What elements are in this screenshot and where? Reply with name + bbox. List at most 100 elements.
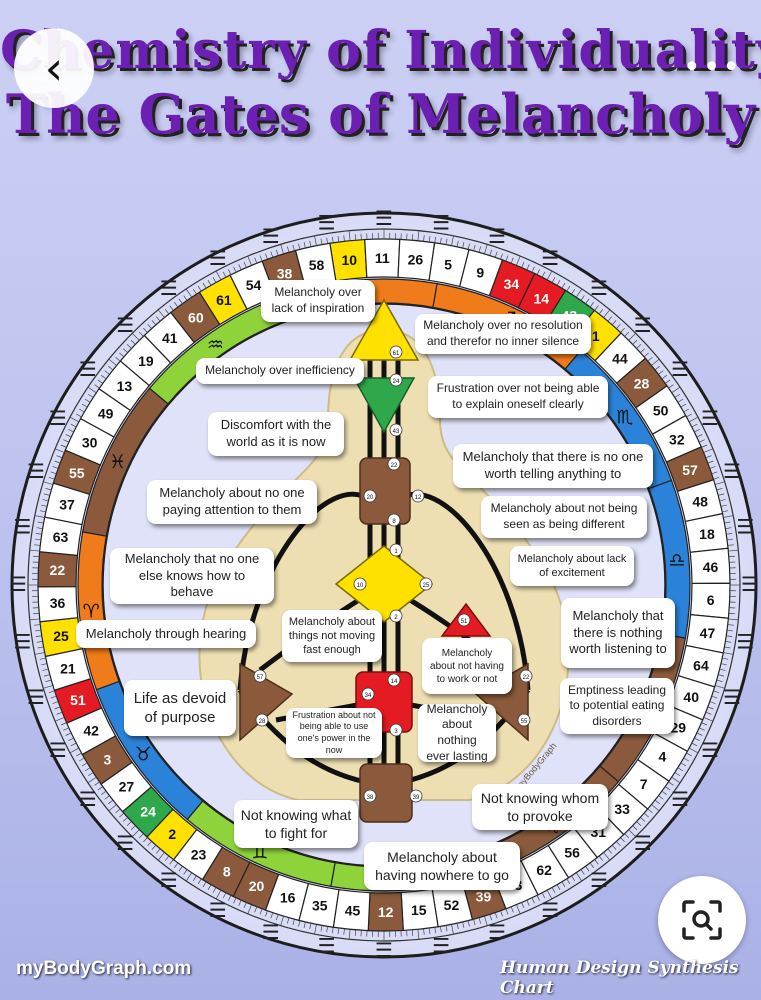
tick-mark [473, 244, 476, 251]
tick-mark [56, 711, 63, 715]
gate-dot-label: 22 [523, 675, 530, 681]
gate-dot-label: 12 [415, 495, 422, 501]
tick-mark [76, 413, 82, 418]
tick-mark [724, 521, 731, 524]
tick-mark [119, 812, 125, 818]
tick-mark [54, 717, 65, 722]
tick-mark [183, 869, 188, 875]
tick-mark [575, 288, 583, 298]
tick-mark [222, 271, 227, 278]
tick-mark [122, 817, 128, 822]
tick-mark [54, 706, 61, 710]
tick-mark [303, 242, 306, 249]
tick-mark [658, 795, 664, 800]
tick-mark [348, 230, 351, 241]
gate-number: 6 [707, 592, 715, 608]
tick-mark [157, 309, 165, 318]
tick-mark [494, 251, 498, 258]
tick-mark [707, 706, 714, 710]
tick-mark [215, 270, 222, 281]
gate-number: 10 [341, 252, 357, 268]
g-center [334, 545, 434, 623]
tick-mark [718, 674, 725, 677]
tick-mark [719, 499, 726, 502]
gate-dot [387, 513, 401, 527]
tick-mark [510, 257, 514, 264]
tick-mark [546, 270, 553, 281]
tick-mark [696, 434, 703, 438]
tick-mark [720, 663, 727, 666]
tick-mark [585, 866, 590, 872]
tick-mark [265, 253, 268, 260]
tick-mark [151, 320, 157, 326]
hexagram-icon: ☰ [79, 357, 97, 381]
gate-number: 41 [162, 330, 178, 346]
tick-mark [50, 471, 57, 475]
tick-mark [551, 887, 556, 893]
tick-mark [640, 817, 646, 822]
gate-dot [411, 489, 425, 503]
tick-mark [280, 244, 284, 255]
gate-dot-label: 1 [394, 549, 398, 555]
tick-mark [314, 235, 317, 246]
tick-mark [632, 339, 638, 345]
gate-number: 60 [188, 310, 204, 326]
gate-number: 9 [476, 265, 484, 281]
tick-mark [70, 423, 77, 428]
tick-mark [65, 732, 72, 736]
tick-mark [42, 499, 49, 502]
tick-mark [456, 240, 459, 247]
tick-mark [494, 912, 498, 919]
callout-use-power-now: Frustration about not being able to use … [286, 708, 382, 758]
gate-dot [353, 577, 367, 591]
callout-nowhere-to-go: Melancholy about having nowhere to go [364, 842, 520, 890]
tick-mark [661, 790, 667, 795]
more-dots-icon[interactable]: ••• [683, 50, 743, 85]
chevron-left-icon[interactable]: ‹ [14, 28, 94, 108]
gate-number: 44 [612, 351, 628, 367]
tick-mark [451, 924, 454, 935]
tick-mark [48, 690, 55, 694]
tick-mark [716, 679, 723, 682]
hexagram-icon: ☰ [741, 572, 759, 596]
tick-mark [314, 924, 317, 935]
callout-whom-to-provoke: Not knowing whom to provoke [472, 784, 608, 830]
gate-dot [255, 713, 269, 727]
tick-mark [428, 235, 431, 243]
gate-number: 46 [703, 559, 719, 575]
hexagram-icon: ☰ [634, 313, 652, 337]
gate-dot-label: 8 [392, 519, 396, 525]
tick-mark [43, 481, 54, 485]
tick-mark [467, 243, 470, 250]
gate-number: 16 [280, 889, 296, 905]
gate-number: 29 [671, 720, 687, 736]
zodiac-sign-icon: ♓ [109, 451, 126, 473]
tick-mark [63, 439, 69, 443]
gate-dot-label: 51 [461, 619, 468, 625]
tick-mark [440, 237, 442, 244]
tick-mark [561, 282, 566, 289]
tick-mark [722, 510, 729, 513]
gate-number: 4 [658, 749, 666, 765]
visual-search-icon[interactable] [658, 876, 746, 964]
tick-mark [87, 776, 97, 784]
gate-dot [389, 723, 403, 737]
tick-mark [174, 302, 179, 308]
tick-mark [126, 821, 132, 826]
tick-mark [726, 635, 733, 637]
tick-mark [343, 235, 345, 242]
tick-mark [620, 837, 625, 843]
tick-mark [54, 460, 61, 464]
hexagram-icon: ☰ [541, 898, 559, 922]
tick-mark [254, 257, 258, 264]
tick-mark [696, 732, 703, 736]
gate-number: 38 [277, 265, 293, 281]
tick-mark [259, 255, 263, 262]
gate-number: 14 [533, 290, 549, 306]
gate-dot [389, 423, 403, 437]
gate-number: 22 [50, 562, 66, 578]
tick-mark [651, 804, 660, 812]
tick-mark [56, 455, 63, 459]
tick-mark [48, 476, 55, 480]
tick-mark [521, 261, 525, 268]
